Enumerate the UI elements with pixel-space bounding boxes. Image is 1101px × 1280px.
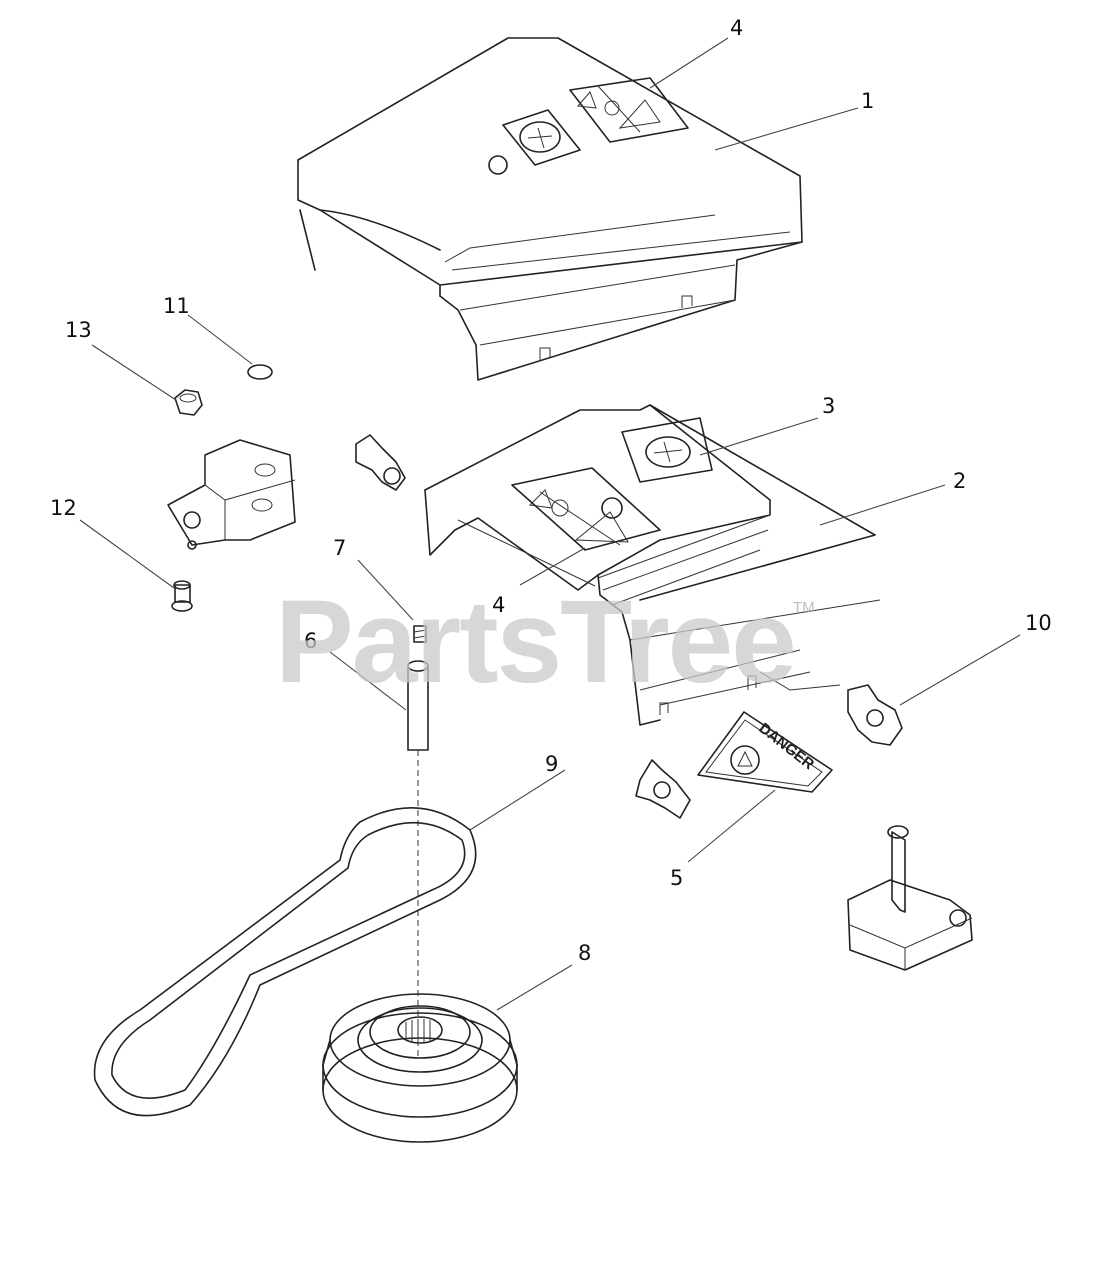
logo-decal-icon <box>621 417 713 483</box>
danger-decal-text: DANGER <box>756 720 818 774</box>
callout-9: 9 <box>545 752 558 776</box>
part-1-upper-cover[interactable] <box>297 37 803 381</box>
warning-decal-icon <box>511 467 661 551</box>
callout-labels: 1 2 3 4 4 5 6 7 8 9 10 11 12 13 <box>50 16 1052 965</box>
callout-12: 12 <box>50 496 77 520</box>
left-bracket[interactable] <box>167 439 296 550</box>
part-13-nut[interactable] <box>174 389 203 416</box>
callout-10: 10 <box>1025 611 1052 635</box>
callout-1: 1 <box>861 89 874 113</box>
part-8-pulley[interactable] <box>322 993 518 1143</box>
callout-7: 7 <box>333 536 346 560</box>
callout-5: 5 <box>670 866 683 890</box>
part-12-bolt[interactable] <box>171 580 193 612</box>
wing-nut-icon <box>355 434 406 491</box>
part-9-belt[interactable] <box>93 807 477 1117</box>
part-11-washer[interactable] <box>247 364 273 380</box>
logo-decal-icon <box>502 109 581 166</box>
part-10-wing-knob[interactable] <box>847 684 903 746</box>
part-7-spring[interactable] <box>413 625 427 643</box>
callout-2: 2 <box>953 469 966 493</box>
part-2-lower-cover[interactable] <box>355 404 881 726</box>
callout-3: 3 <box>822 394 835 418</box>
callout-8: 8 <box>578 941 591 965</box>
watermark-trademark: TM <box>793 599 815 616</box>
right-bracket[interactable] <box>847 825 973 971</box>
leader-lines <box>79 37 1021 1011</box>
warning-decal-icon <box>569 77 689 143</box>
watermark-logo: PartsTree <box>275 576 795 708</box>
wing-knob-lower[interactable] <box>635 759 691 819</box>
callout-6: 6 <box>304 629 317 653</box>
part-5-danger-decal[interactable]: DANGER <box>697 711 833 793</box>
callout-4-upper: 4 <box>730 16 743 40</box>
callout-13: 13 <box>65 318 92 342</box>
callout-11: 11 <box>163 294 190 318</box>
callout-4-lower: 4 <box>492 593 505 617</box>
watermark: PartsTree TM <box>275 576 815 708</box>
